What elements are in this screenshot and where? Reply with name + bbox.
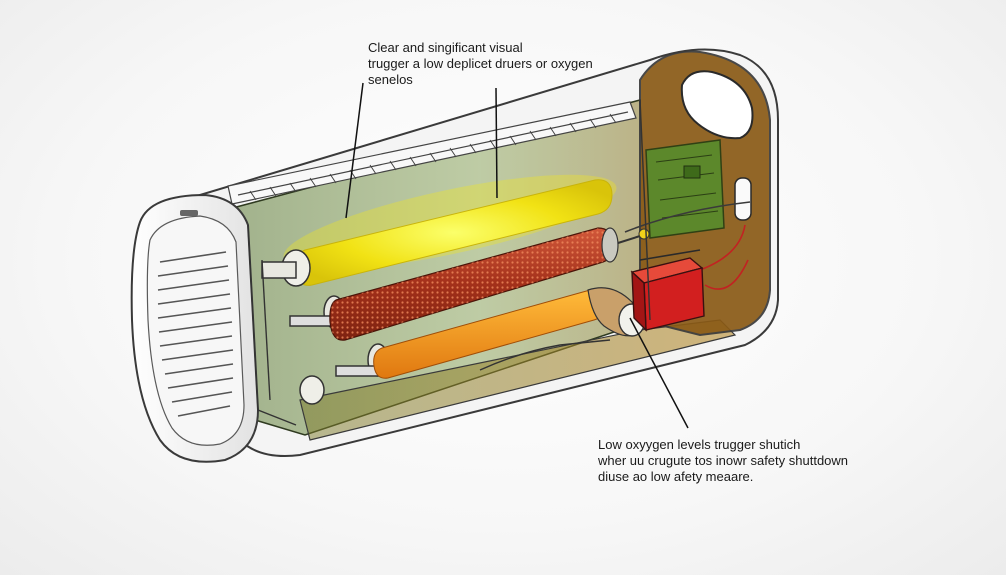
wiring [624, 201, 751, 290]
callout-top-line-1: Clear and singificant visual [368, 40, 523, 55]
callout-bottom-line-2: wher uu crugute tos inowr safety shuttdo… [598, 453, 849, 468]
front-vent-grille [157, 251, 234, 417]
circuit-board [645, 139, 725, 239]
oxygen-sensor-block [630, 257, 705, 332]
callout-top-text: Clear and singificant visual trugger a l… [368, 40, 593, 88]
end-slot [734, 177, 752, 221]
callout-top-line-2: trugger a low deplicet druers or oxygen [368, 56, 593, 71]
top-vent-grille [227, 101, 637, 205]
carry-handle-opening [680, 70, 754, 140]
leader-top-left [345, 82, 364, 219]
callout-bottom-text: Low oxyygen levels trugger shutich wher … [598, 437, 848, 485]
heating-coil [329, 227, 650, 341]
callout-top-line-3: senelos [368, 72, 413, 87]
callout-leaders [345, 82, 689, 429]
callout-bottom-line-1: Low oxyygen levels trugger shutich [598, 437, 801, 452]
leader-bottom [629, 317, 689, 429]
side-frame [247, 99, 651, 426]
leader-top-right [495, 87, 498, 199]
front-end-cap [130, 193, 260, 463]
callout-bottom-line-3: diuse ao low afety meaare. [598, 469, 754, 484]
